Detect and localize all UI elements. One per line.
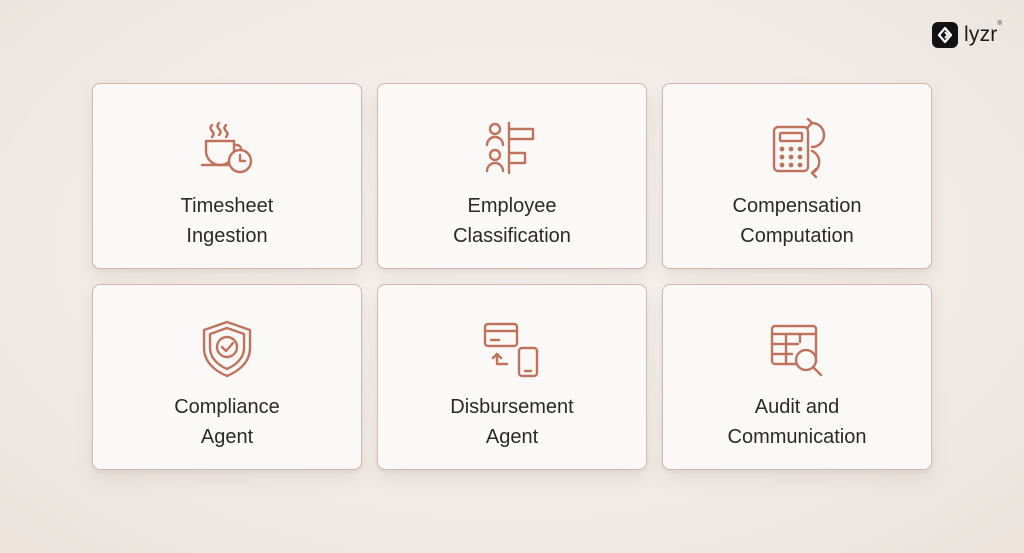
brand-logo: lyzr® <box>932 21 1003 48</box>
card-title: Audit and Communication <box>727 396 867 448</box>
card-title: Disbursement Agent <box>450 396 574 448</box>
card-title: Timesheet Ingestion <box>180 195 274 247</box>
brand-name: lyzr® <box>964 21 1003 46</box>
lyzr-logo-icon <box>932 22 958 48</box>
card-compensation-computation: Compensation Computation <box>662 83 932 269</box>
card-compliance-agent: Compliance Agent <box>92 284 362 470</box>
card-title: Compliance Agent <box>174 396 280 448</box>
card-disbursement-agent: Disbursement Agent <box>377 284 647 470</box>
shield-check-icon <box>196 318 258 380</box>
agent-grid: Timesheet Ingestion Employee Classificat… <box>92 83 932 470</box>
card-title: Compensation Computation <box>732 195 862 247</box>
calculator-cycle-icon <box>766 117 828 179</box>
coffee-clock-icon <box>196 117 258 179</box>
table-search-icon <box>766 318 828 380</box>
card-to-phone-icon <box>481 318 543 380</box>
card-audit-and-communication: Audit and Communication <box>662 284 932 470</box>
card-timesheet-ingestion: Timesheet Ingestion <box>92 83 362 269</box>
card-title: Employee Classification <box>453 195 571 247</box>
people-sorting-icon <box>481 117 543 179</box>
card-employee-classification: Employee Classification <box>377 83 647 269</box>
